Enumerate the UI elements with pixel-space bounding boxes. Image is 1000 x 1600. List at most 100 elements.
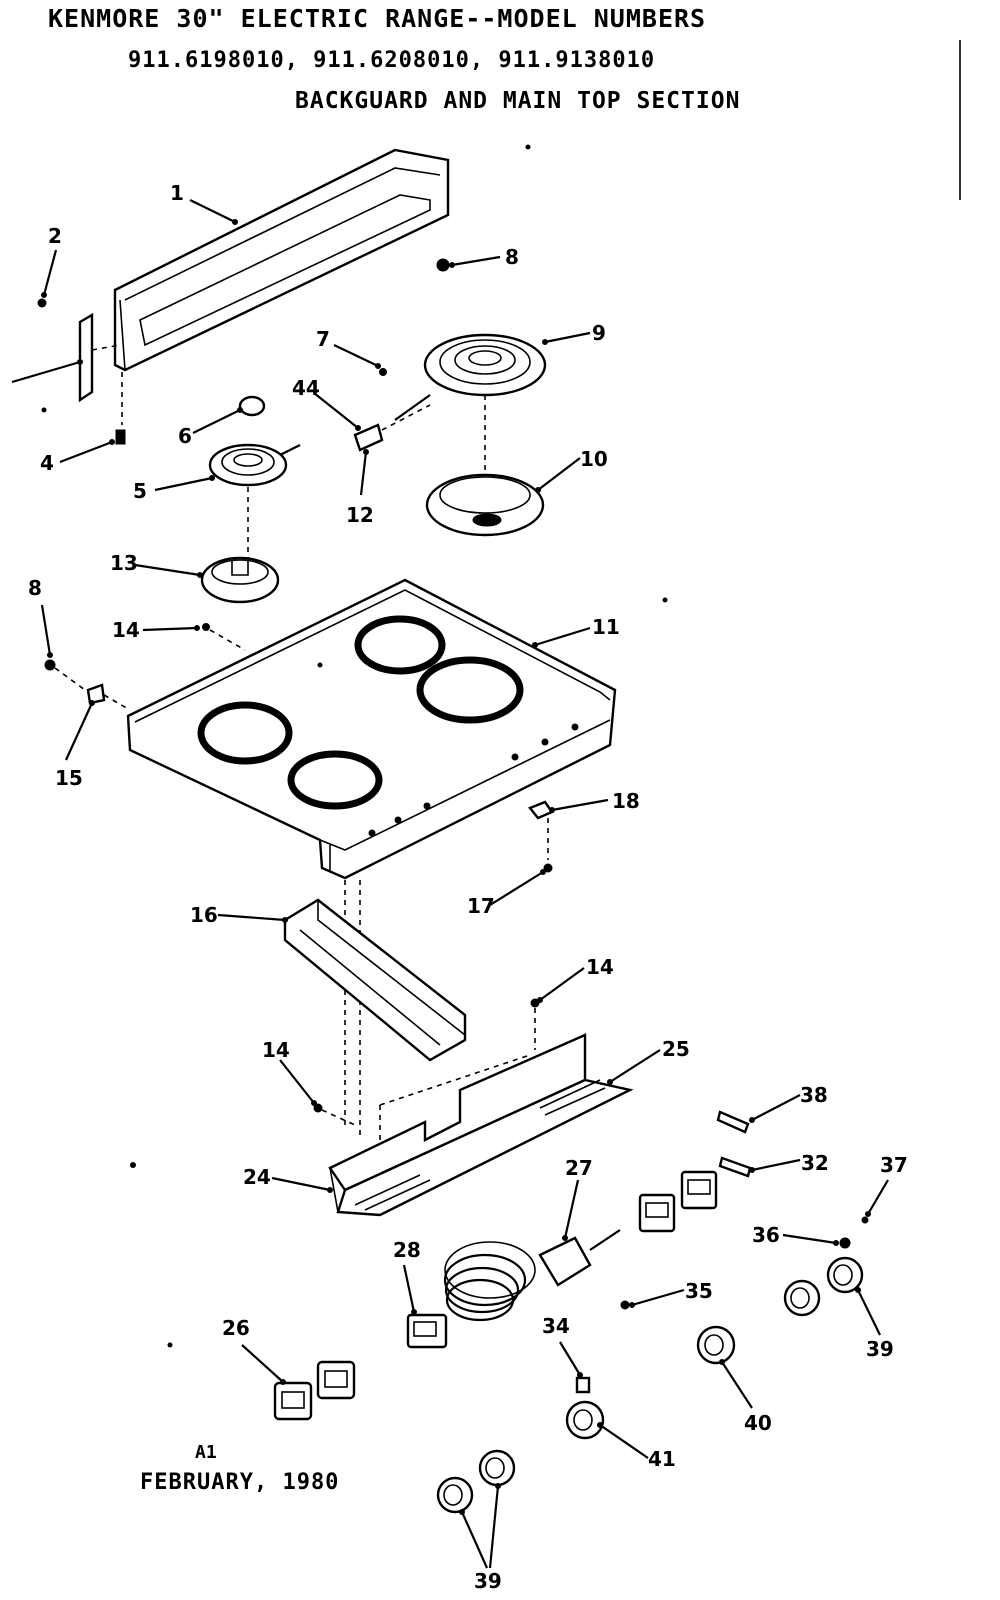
leader-arrow-2 bbox=[41, 292, 47, 298]
callout-14: 14 bbox=[262, 1038, 290, 1062]
leader-line-4 bbox=[59, 440, 113, 464]
leader-arrow-34 bbox=[577, 1372, 583, 1378]
knob-41 bbox=[565, 1400, 605, 1440]
callout-32: 32 bbox=[801, 1151, 829, 1175]
leader-line-13 bbox=[134, 563, 201, 577]
callout-5: 5 bbox=[133, 479, 147, 503]
callout-36: 36 bbox=[752, 1223, 780, 1247]
leader-line-39 bbox=[488, 1485, 500, 1569]
leader-arrow-36 bbox=[833, 1240, 839, 1246]
channel-16 bbox=[283, 898, 467, 1062]
thermostat-27 bbox=[443, 1229, 621, 1322]
leader-arrow-18 bbox=[549, 807, 555, 813]
leader-arrow-7 bbox=[375, 363, 381, 369]
control-panel bbox=[328, 1033, 634, 1217]
callout-26: 26 bbox=[222, 1316, 250, 1340]
callout-17: 17 bbox=[467, 894, 495, 918]
leader-arrow-1 bbox=[232, 219, 238, 225]
end-bracket bbox=[78, 312, 121, 403]
leader-line-39 bbox=[460, 1511, 489, 1569]
model-numbers: 911.6198010, 911.6208010, 911.9138010 bbox=[128, 48, 656, 73]
callout-34: 34 bbox=[542, 1314, 570, 1338]
callout-10: 10 bbox=[580, 447, 608, 471]
leader-line-9 bbox=[544, 331, 591, 344]
switch-pair-26 bbox=[273, 1360, 356, 1421]
screw-35 bbox=[620, 1300, 630, 1310]
callout-27: 27 bbox=[565, 1156, 593, 1180]
knob-39-lower-a bbox=[436, 1476, 474, 1514]
leader-arrow-39 bbox=[495, 1483, 501, 1489]
leader-line-44 bbox=[313, 392, 359, 429]
clip-4 bbox=[115, 429, 126, 445]
leader-arrow-41 bbox=[597, 1422, 603, 1428]
leader-line-14 bbox=[142, 626, 198, 632]
switch-pair-upper bbox=[638, 1170, 718, 1233]
leader-arrow-8 bbox=[449, 262, 455, 268]
clip-15 bbox=[86, 683, 106, 705]
leader-line-36 bbox=[782, 1233, 837, 1245]
surface-element-small bbox=[208, 443, 301, 487]
screw-14-right bbox=[530, 998, 540, 1008]
cap-6 bbox=[238, 395, 266, 417]
drawing-code: A1 bbox=[195, 1442, 217, 1463]
callout-8: 8 bbox=[28, 576, 42, 600]
leader-line-7 bbox=[333, 344, 379, 367]
leader-line-12 bbox=[359, 451, 368, 496]
leader-line-11 bbox=[534, 626, 591, 647]
callout-13: 13 bbox=[110, 551, 138, 575]
leader-line-24 bbox=[271, 1176, 331, 1192]
leader-arrow-35 bbox=[629, 1302, 635, 1308]
leader-arrow-5 bbox=[209, 475, 215, 481]
leader-arrow-39 bbox=[855, 1287, 861, 1293]
leader-arrow-11 bbox=[532, 642, 538, 648]
leader-line-34 bbox=[559, 1341, 581, 1376]
leader-line-26 bbox=[241, 1344, 284, 1383]
leader-line-6 bbox=[192, 409, 241, 434]
leader-line-27 bbox=[563, 1179, 580, 1239]
leader-line-10 bbox=[537, 457, 581, 491]
callout-24: 24 bbox=[243, 1165, 271, 1189]
callout-39: 39 bbox=[474, 1569, 502, 1593]
part-38 bbox=[716, 1110, 750, 1134]
knob-39-upper-a bbox=[826, 1256, 864, 1294]
leader-arrow-14 bbox=[537, 997, 543, 1003]
leader-line-39 bbox=[857, 1289, 881, 1336]
leader-arrow-16 bbox=[282, 917, 288, 923]
surface-element-large bbox=[394, 333, 547, 421]
leader-arrow-6 bbox=[237, 407, 243, 413]
callout-2: 2 bbox=[48, 224, 62, 248]
leader-arrow-4 bbox=[109, 439, 115, 445]
leader-arrow-8 bbox=[47, 652, 53, 658]
callout-7: 7 bbox=[316, 327, 330, 351]
knob-40 bbox=[696, 1325, 736, 1365]
leader-arrow-39 bbox=[459, 1509, 465, 1515]
section-title: BACKGUARD AND MAIN TOP SECTION bbox=[295, 88, 741, 114]
screw-8-left bbox=[44, 659, 56, 671]
leader-arrow-14 bbox=[311, 1100, 317, 1106]
leader-line-32 bbox=[751, 1158, 801, 1172]
callout-14: 14 bbox=[112, 618, 140, 642]
leader-arrow-24 bbox=[327, 1187, 333, 1193]
leader-lines bbox=[11, 199, 889, 1569]
leader-arrow-27 bbox=[562, 1235, 568, 1241]
receptacle-44 bbox=[353, 404, 431, 452]
drip-pan-large bbox=[425, 473, 545, 537]
knob-39-lower-b bbox=[478, 1449, 516, 1487]
screw-14-left bbox=[202, 623, 210, 631]
drip-pan-small bbox=[200, 556, 280, 604]
callout-6: 6 bbox=[178, 424, 192, 448]
callout-41: 41 bbox=[648, 1447, 676, 1471]
screw-17 bbox=[543, 863, 553, 873]
leader-arrow-44 bbox=[355, 425, 361, 431]
leader-arrow-15 bbox=[89, 700, 95, 706]
leader-arrow-13 bbox=[197, 572, 203, 578]
callout-38: 38 bbox=[800, 1083, 828, 1107]
screw-14-lower bbox=[313, 1103, 323, 1113]
leader-line-16 bbox=[217, 913, 286, 922]
callout-15: 15 bbox=[55, 766, 83, 790]
leader-arrow-10 bbox=[535, 487, 541, 493]
leader-line-40 bbox=[721, 1361, 753, 1409]
switch-28 bbox=[406, 1313, 448, 1349]
leader-line-35 bbox=[631, 1288, 685, 1307]
leader-line-5 bbox=[154, 476, 213, 492]
